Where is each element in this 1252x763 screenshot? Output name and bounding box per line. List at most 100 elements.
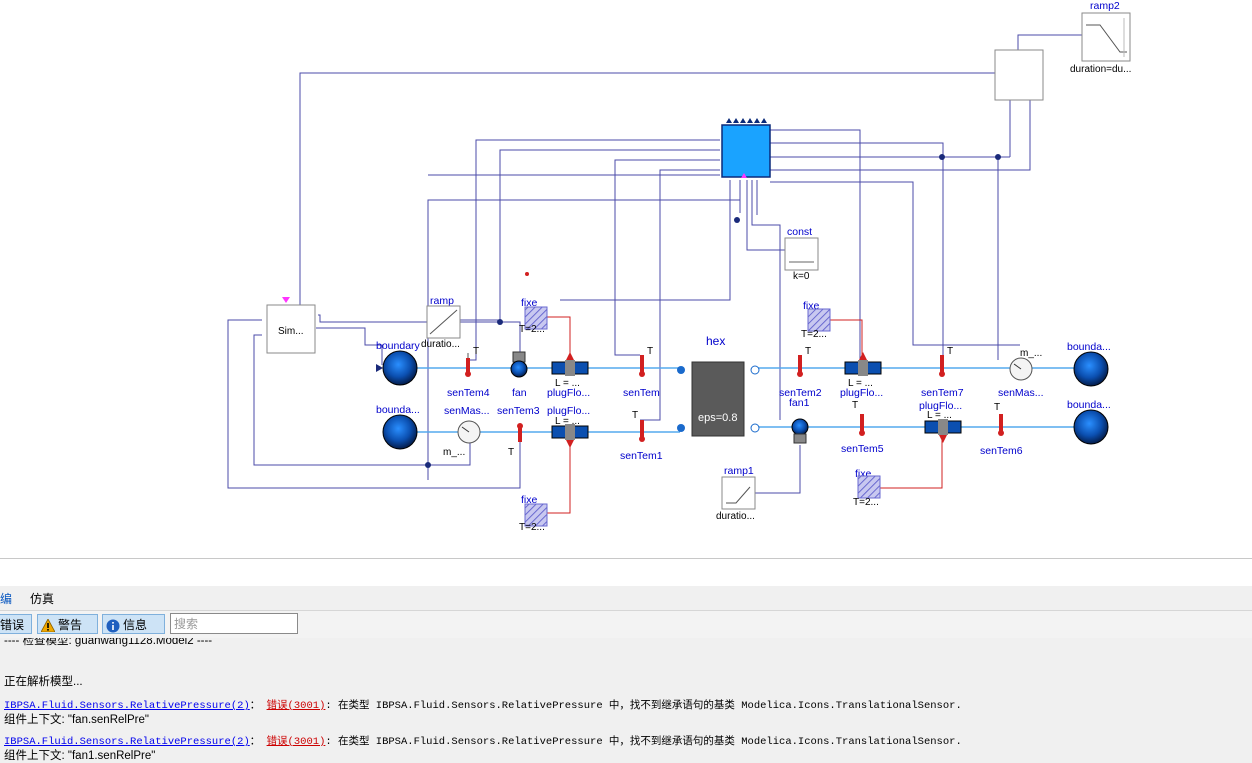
svg-text:L = ...: L = ... bbox=[555, 416, 580, 427]
heat-exchanger[interactable]: hex eps=0.8 bbox=[677, 334, 760, 437]
info-filter-button[interactable]: 信息 bbox=[102, 614, 165, 634]
heat-links bbox=[547, 316, 943, 514]
svg-text:eps=0.8: eps=0.8 bbox=[698, 412, 737, 424]
fixed-temp-bottom-right[interactable]: fixe T=2... bbox=[853, 468, 881, 508]
plug-flow-bottom-left[interactable]: plugFlo... L = ... bbox=[547, 405, 590, 448]
sim-block[interactable]: Sim... bbox=[266, 297, 316, 354]
svg-text:bounda...: bounda... bbox=[1067, 399, 1111, 411]
fixed-temp-bottom-left[interactable]: fixe T=2... bbox=[519, 494, 548, 533]
svg-text:T: T bbox=[473, 346, 479, 357]
svg-text:m_...: m_... bbox=[443, 447, 465, 458]
svg-text:T: T bbox=[632, 410, 638, 421]
svg-text:L = ...: L = ... bbox=[848, 378, 873, 389]
log-entry-message: : 在类型 IBPSA.Fluid.Sensors.RelativePressu… bbox=[325, 700, 962, 712]
message-log: ---- 检查模型: guanwang1128.Model2 ---- 正在解析… bbox=[0, 638, 1252, 763]
svg-text:duratio...: duratio... bbox=[716, 511, 755, 522]
warning-icon bbox=[41, 619, 55, 633]
plug-flow-bottom-right[interactable]: plugFlo... L = ... bbox=[919, 400, 962, 443]
wire-junctions bbox=[425, 154, 1001, 468]
svg-text:k=0: k=0 bbox=[793, 271, 810, 282]
svg-text:ramp1: ramp1 bbox=[724, 465, 754, 477]
fixed-temp-top-right[interactable]: fixe T=2... bbox=[801, 300, 831, 340]
controller-block[interactable] bbox=[721, 118, 771, 178]
boundary-3[interactable]: bounda... bbox=[1067, 341, 1111, 387]
log-entry-link[interactable]: IBPSA.Fluid.Sensors.RelativePressure(2) bbox=[4, 700, 250, 712]
sensor-senTem3[interactable]: senTem3 T bbox=[497, 405, 540, 458]
log-entry-code[interactable]: 错误(3001) bbox=[266, 700, 326, 712]
tab-edit[interactable]: 编 bbox=[0, 592, 13, 606]
message-toolbar: 错误 警告 信息 bbox=[0, 611, 1252, 638]
svg-text:plugFlo...: plugFlo... bbox=[919, 400, 962, 412]
log-entry-message: : 在类型 IBPSA.Fluid.Sensors.RelativePressu… bbox=[325, 736, 962, 748]
svg-text:senTem: senTem bbox=[623, 387, 660, 399]
svg-text:m_...: m_... bbox=[1020, 348, 1042, 359]
log-entry: IBPSA.Fluid.Sensors.RelativePressure(2)：… bbox=[4, 700, 962, 712]
modelica-diagram-canvas[interactable]: ramp2 duration=du... const k=0 Sim... ra… bbox=[0, 0, 1252, 558]
svg-text:T=2...: T=2... bbox=[519, 522, 545, 533]
svg-text:senTem6: senTem6 bbox=[980, 445, 1023, 457]
fan[interactable]: fan bbox=[510, 351, 528, 399]
svg-text:fixe: fixe bbox=[521, 494, 538, 506]
svg-text:fan: fan bbox=[512, 387, 527, 399]
svg-text:T: T bbox=[647, 346, 653, 357]
svg-text:senTem2: senTem2 bbox=[779, 387, 822, 399]
error-filter-label: 错误 bbox=[0, 618, 25, 632]
svg-text:T: T bbox=[508, 447, 514, 458]
svg-text:duration=du...: duration=du... bbox=[1070, 64, 1131, 75]
svg-text:T=2...: T=2... bbox=[801, 329, 827, 340]
log-header: ---- 检查模型: guanwang1128.Model2 ---- bbox=[4, 638, 213, 647]
info-filter-label: 信息 bbox=[123, 618, 148, 632]
svg-text:bounda...: bounda... bbox=[376, 404, 420, 416]
tab-simulate[interactable]: 仿真 bbox=[30, 592, 55, 606]
svg-text:T: T bbox=[805, 346, 811, 357]
boundary-1[interactable]: boundary bbox=[376, 340, 421, 386]
fixed-temp-top-left[interactable]: fixe T=2... bbox=[519, 297, 548, 335]
svg-text:const: const bbox=[787, 226, 812, 238]
product-block[interactable] bbox=[994, 49, 1044, 101]
svg-text:ramp2: ramp2 bbox=[1090, 0, 1120, 12]
sensor-senTem[interactable]: T senTem bbox=[623, 346, 660, 399]
sensor-senTem6[interactable]: T senTem6 bbox=[980, 402, 1023, 457]
ramp-block[interactable]: ramp duratio... bbox=[421, 295, 461, 350]
sensor-senTem7[interactable]: T senTem7 bbox=[921, 346, 964, 399]
fan1[interactable]: fan1 bbox=[789, 397, 810, 444]
signal-wires bbox=[227, 34, 1105, 494]
log-entry-link[interactable]: IBPSA.Fluid.Sensors.RelativePressure(2) bbox=[4, 736, 250, 748]
info-icon bbox=[106, 619, 120, 633]
sensor-senTem4[interactable]: T senTem4 bbox=[447, 346, 490, 399]
svg-text:L = ...: L = ... bbox=[927, 410, 952, 421]
message-tabs: 编 仿真 bbox=[0, 586, 1252, 611]
svg-text:T=2...: T=2... bbox=[853, 497, 879, 508]
svg-text:T: T bbox=[852, 400, 858, 411]
warning-filter-label: 警告 bbox=[58, 618, 83, 632]
sensor-senTem2[interactable]: T senTem2 bbox=[779, 346, 822, 399]
error-filter-button[interactable]: 错误 bbox=[0, 614, 32, 634]
svg-text:plugFlo...: plugFlo... bbox=[840, 387, 883, 399]
log-entry-code[interactable]: 错误(3001) bbox=[266, 736, 326, 748]
svg-text:fan1: fan1 bbox=[789, 397, 810, 409]
sensor-senTem1[interactable]: T senTem1 bbox=[620, 410, 663, 462]
ramp2-block[interactable]: ramp2 duration=du... bbox=[1070, 0, 1131, 75]
warning-filter-button[interactable]: 警告 bbox=[37, 614, 98, 634]
sensor-senMas-left[interactable]: senMas... m_... bbox=[443, 405, 490, 458]
sensor-senMas-right[interactable]: m_... senMas... bbox=[998, 348, 1044, 399]
plug-flow-top-right[interactable]: L = ... plugFlo... bbox=[840, 352, 883, 399]
svg-text:T: T bbox=[947, 346, 953, 357]
search-input[interactable] bbox=[170, 613, 298, 634]
const-block[interactable]: const k=0 bbox=[784, 226, 819, 282]
svg-text:senTem3: senTem3 bbox=[497, 405, 540, 417]
boundary-4[interactable]: bounda... bbox=[1067, 399, 1111, 445]
svg-text:ramp: ramp bbox=[430, 295, 454, 307]
sensor-senTem5[interactable]: T senTem5 bbox=[841, 400, 884, 455]
plug-flow-top-left[interactable]: plugFlo... L = ... bbox=[547, 352, 590, 399]
svg-text:senTem5: senTem5 bbox=[841, 443, 884, 455]
ramp1-block[interactable]: ramp1 duratio... bbox=[716, 465, 756, 522]
svg-text:senTem4: senTem4 bbox=[447, 387, 490, 399]
boundary-2[interactable]: bounda... bbox=[376, 404, 420, 450]
svg-text:boundary: boundary bbox=[376, 340, 421, 352]
panel-divider[interactable] bbox=[0, 558, 1252, 559]
svg-text:bounda...: bounda... bbox=[1067, 341, 1111, 353]
svg-text:senTem7: senTem7 bbox=[921, 387, 964, 399]
svg-text:Sim...: Sim... bbox=[278, 326, 304, 337]
svg-text:senTem1: senTem1 bbox=[620, 450, 663, 462]
